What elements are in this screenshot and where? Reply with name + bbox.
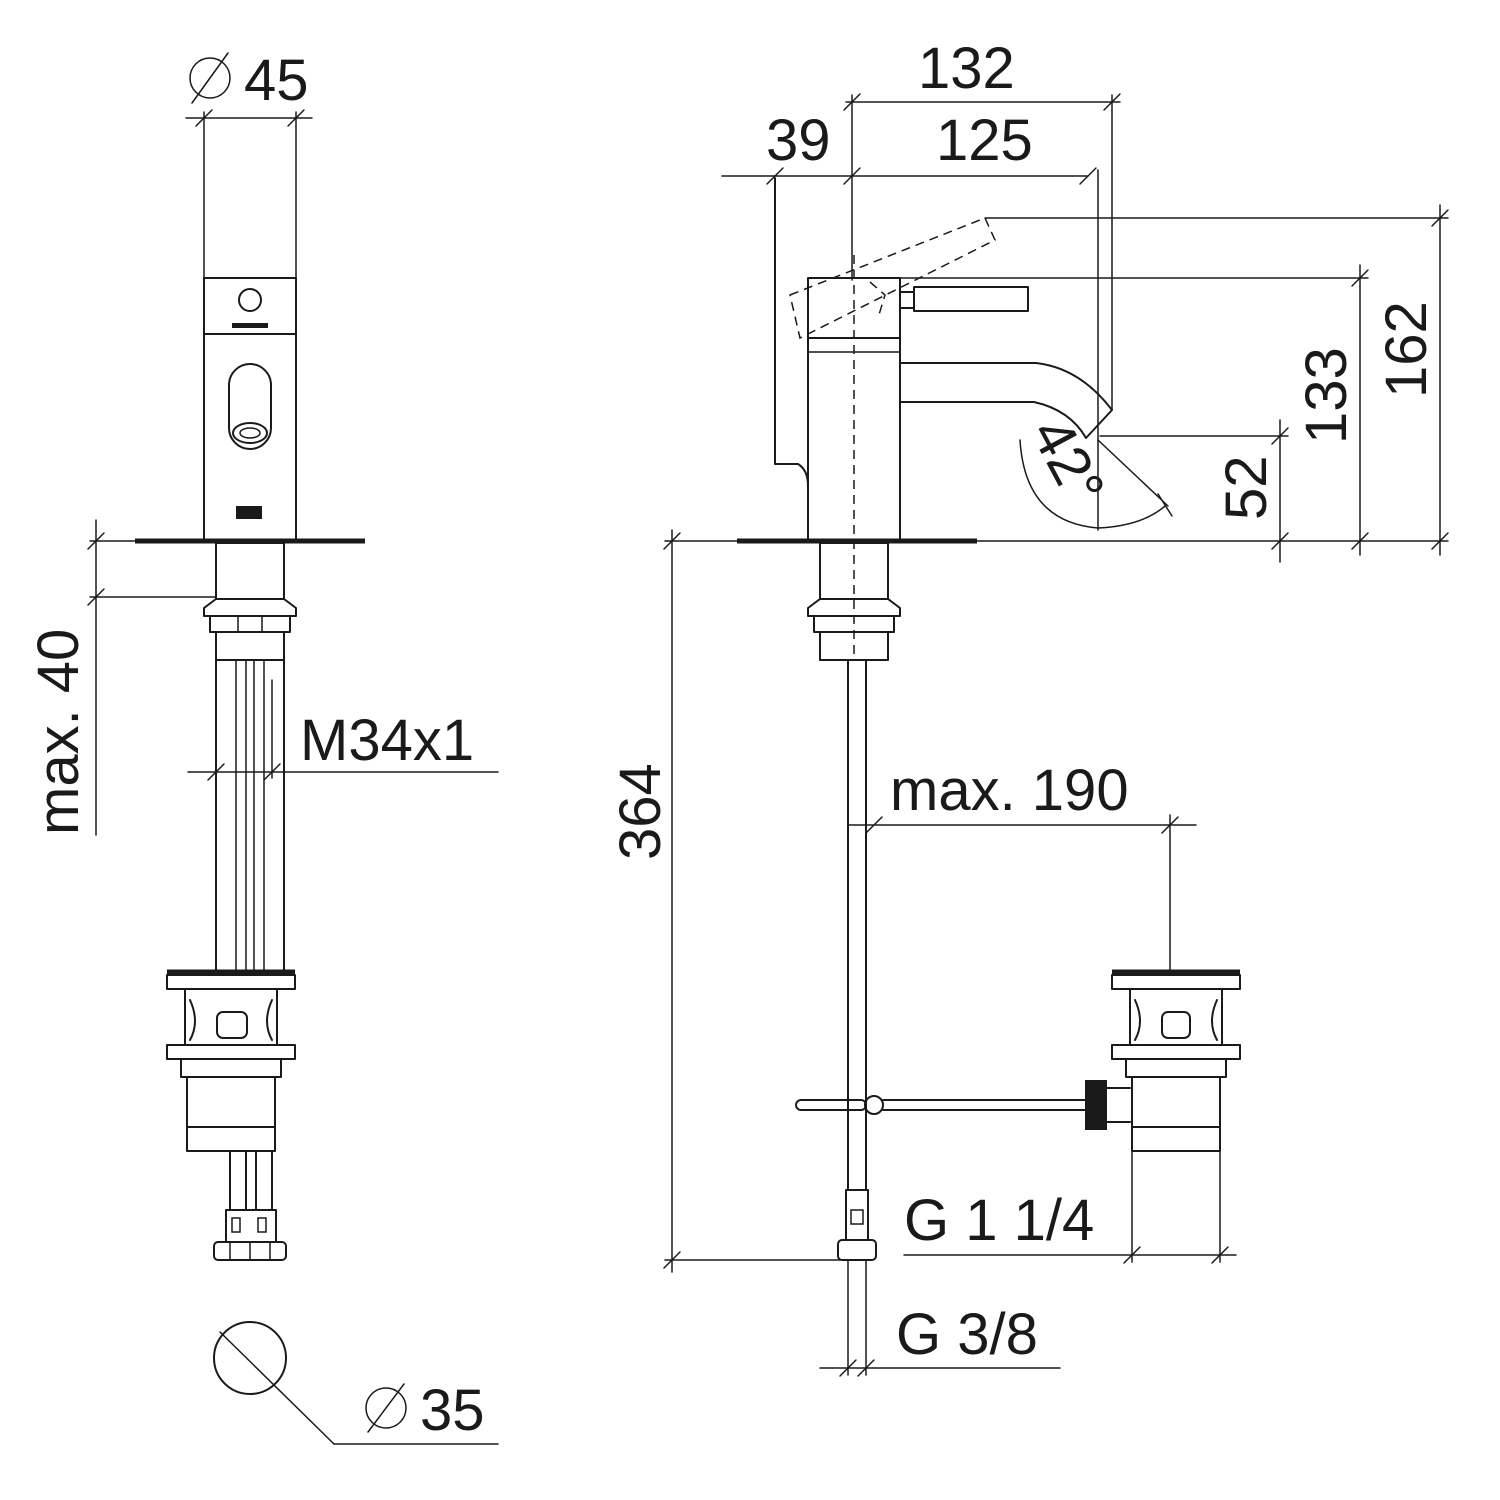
side-view <box>737 177 1241 1261</box>
dim-max-190: max. 190 <box>890 758 1129 823</box>
dim-diameter-35: 35 <box>420 1378 485 1443</box>
dim-52: 52 <box>1214 455 1279 520</box>
dim-162: 162 <box>1374 301 1439 398</box>
dim-39: 39 <box>766 108 831 173</box>
front-view <box>135 277 365 1261</box>
side-view-dimensions: 132 39 125 162 133 52 42° <box>608 36 1449 1377</box>
dim-g-3-8: G 3/8 <box>896 1302 1038 1367</box>
front-view-dimensions: 45 max. 40 M34x1 35 <box>26 48 499 1445</box>
dim-diameter-45: 45 <box>244 48 309 113</box>
dim-132: 132 <box>918 36 1015 101</box>
dim-m34x1: M34x1 <box>300 708 474 773</box>
dim-133: 133 <box>1294 347 1359 444</box>
dim-125: 125 <box>936 108 1033 173</box>
dim-max-40: max. 40 <box>26 629 91 835</box>
dim-364: 364 <box>608 763 673 860</box>
dim-angle-42: 42° <box>1019 408 1118 516</box>
dim-g-1-1-4: G 1 1/4 <box>904 1188 1094 1253</box>
